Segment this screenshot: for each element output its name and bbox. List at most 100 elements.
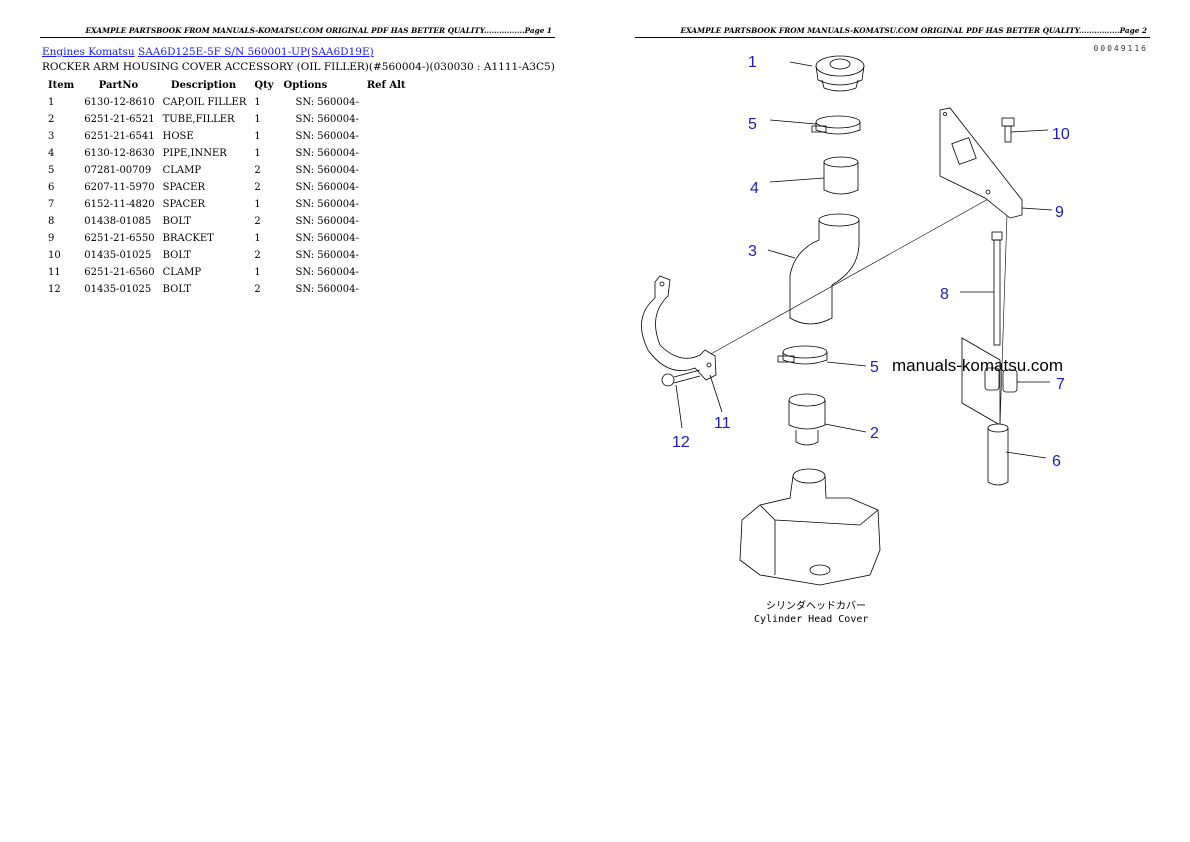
cell-qty: 2 — [254, 250, 261, 261]
cell-qty: 2 — [254, 182, 261, 193]
cell-refalt — [363, 179, 412, 196]
cap-oil-filler-icon — [789, 55, 865, 92]
table-row: 12 01435-01025 BOLT 2 SN: 560004- — [44, 281, 412, 298]
cell-partno: 01435-01025 — [84, 284, 152, 295]
cell-description: BRACKET — [162, 233, 214, 244]
cylinder-head-cover-icon — [739, 468, 881, 586]
bolt-8-icon — [960, 231, 1003, 346]
cell-options: SN: 560004- — [295, 165, 359, 176]
cell-refalt — [363, 196, 412, 213]
cell-item: 10 — [48, 250, 61, 261]
cell-options: SN: 560004- — [295, 267, 359, 278]
bracket-icon — [939, 107, 1053, 219]
caption-japanese: シリンダヘッドカバー — [766, 599, 866, 612]
cell-description: CLAMP — [162, 267, 202, 278]
cell-item: 8 — [48, 216, 55, 227]
callout-12: 12 — [672, 434, 690, 451]
cell-description: HOSE — [162, 131, 194, 142]
cell-qty: 1 — [254, 114, 261, 125]
cell-qty: 2 — [254, 165, 261, 176]
cell-qty: 1 — [254, 267, 261, 278]
callout-2: 2 — [870, 425, 879, 442]
cell-item: 9 — [48, 233, 55, 244]
cell-item: 1 — [48, 97, 55, 108]
cell-item: 6 — [48, 182, 55, 193]
callout-6: 6 — [1052, 453, 1061, 470]
breadcrumb-link-engines[interactable]: Engines Komatsu — [42, 46, 135, 58]
tube-filler-icon — [788, 393, 867, 446]
diagram-page: EXAMPLE PARTSBOOK FROM MANUALS-KOMATSU.C… — [595, 0, 1190, 842]
table-row: 11 6251-21-6560 CLAMP 1 SN: 560004- — [44, 264, 412, 281]
table-header-row: Item PartNo Description Qty Options Ref … — [44, 77, 412, 94]
cell-refalt — [363, 247, 412, 264]
cell-description: BOLT — [162, 284, 191, 295]
cell-refalt — [363, 162, 412, 179]
cell-item: 7 — [48, 199, 55, 210]
document-id: 00049116 — [1093, 44, 1148, 53]
cell-options: SN: 560004- — [295, 97, 359, 108]
breadcrumb-link-model[interactable]: SAA6D125E-5F S/N 560001-UP(SAA6D19E) — [138, 46, 374, 58]
cell-refalt — [363, 128, 412, 145]
cell-partno: 01435-01025 — [84, 250, 152, 261]
cell-description: SPACER — [162, 182, 206, 193]
cell-partno: 6130-12-8610 — [84, 97, 155, 108]
col-header-qty: Qty — [254, 80, 274, 91]
cell-options: SN: 560004- — [295, 284, 359, 295]
col-header-partno: PartNo — [98, 80, 139, 91]
cell-description: PIPE,INNER — [162, 148, 227, 159]
cell-qty: 1 — [254, 199, 261, 210]
cell-qty: 2 — [254, 216, 261, 227]
bolt-10-icon — [1001, 117, 1049, 143]
callout-5-upper: 5 — [748, 116, 757, 133]
cell-partno: 6130-12-8630 — [84, 148, 155, 159]
cell-description: SPACER — [162, 199, 206, 210]
callout-11: 11 — [714, 415, 731, 432]
callout-4: 4 — [750, 180, 759, 197]
cell-options: SN: 560004- — [295, 114, 359, 125]
cell-description: BOLT — [162, 250, 191, 261]
cell-description: TUBE,FILLER — [162, 114, 235, 125]
cell-description: CLAMP — [162, 165, 202, 176]
cell-refalt — [363, 145, 412, 162]
cell-item: 12 — [48, 284, 61, 295]
cell-qty: 1 — [254, 148, 261, 159]
cell-refalt — [363, 264, 412, 281]
breadcrumb: Engines Komatsu SAA6D125E-5F S/N 560001-… — [42, 46, 374, 58]
caption-english: Cylinder Head Cover — [754, 614, 868, 625]
cell-description: CAP,OIL FILLER — [162, 97, 247, 108]
col-header-item: Item — [48, 80, 75, 91]
spacer-6-icon — [987, 423, 1047, 486]
cell-options: SN: 560004- — [295, 131, 359, 142]
cell-partno: 01438-01085 — [84, 216, 152, 227]
cell-item: 2 — [48, 114, 55, 125]
cell-options: SN: 560004- — [295, 199, 359, 210]
cell-partno: 6251-21-6560 — [84, 267, 155, 278]
cell-item: 11 — [48, 267, 61, 278]
header-divider — [635, 37, 1150, 38]
col-header-refalt: Ref Alt — [366, 80, 406, 91]
table-row: 7 6152-11-4820 SPACER 1 SN: 560004- — [44, 196, 412, 213]
cell-options: SN: 560004- — [295, 233, 359, 244]
spacer-7-icon — [961, 337, 1050, 426]
clamp-upper-icon — [769, 115, 861, 135]
watermark: manuals-komatsu.com — [892, 356, 1063, 375]
cell-refalt — [363, 111, 412, 128]
cell-partno: 6251-21-6541 — [84, 131, 155, 142]
cell-options: SN: 560004- — [295, 148, 359, 159]
cell-options: SN: 560004- — [295, 182, 359, 193]
cell-partno: 6152-11-4820 — [84, 199, 155, 210]
parts-table: Item PartNo Description Qty Options Ref … — [44, 77, 412, 298]
hose-icon — [767, 213, 860, 325]
cell-refalt — [363, 213, 412, 230]
callout-10: 10 — [1052, 126, 1070, 143]
page-header: EXAMPLE PARTSBOOK FROM MANUALS-KOMATSU.C… — [680, 26, 1147, 35]
cell-qty: 2 — [254, 284, 261, 295]
callout-7: 7 — [1056, 376, 1065, 393]
